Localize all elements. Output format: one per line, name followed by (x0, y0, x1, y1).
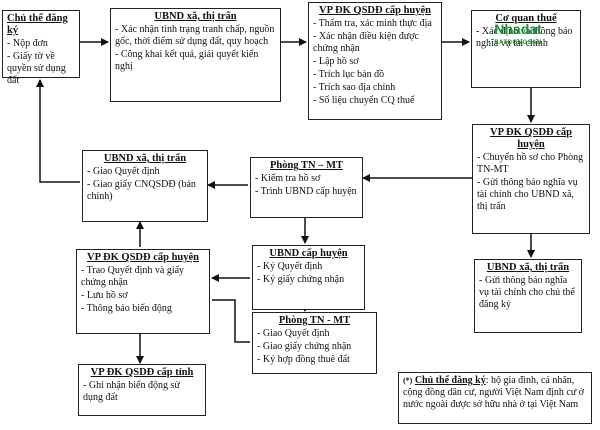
watermark-subtext: BATDONGSAN (494, 40, 542, 46)
footnote: (*) Chủ thể đăng ký: hộ gia đình, cá nhâ… (398, 372, 592, 424)
box-item: Lập hồ sơ (313, 56, 437, 68)
box-item: Giấy tờ về quyền sử dụng đất (7, 51, 75, 87)
box-vpdk-huyen-2: VP ĐK QSDĐ cấp huyện Chuyển hồ sơ cho Ph… (472, 124, 590, 234)
box-vpdk-tinh: VP ĐK QSDĐ cấp tỉnh Ghi nhận biến động s… (78, 364, 206, 416)
box-item: Thông báo biến động (81, 303, 205, 315)
box-title: Phòng TN - MT (278, 315, 351, 326)
box-item: Giao giấy CNQSDĐ (bản chính) (87, 179, 203, 203)
arrow-b11-b10 (212, 299, 250, 343)
box-title: VP ĐK QSDĐ cấp huyện (86, 252, 200, 263)
box-chu-the-dang-ky: Chủ thể đăng ký Nộp đơn Giấy tờ về quyền… (2, 10, 80, 86)
box-phong-tnmt-1: Phòng TN – MT Kiểm tra hồ sơ Trình UBND … (250, 157, 363, 218)
footnote-text: : hộ gia đình, cá nhân, cộng đồng dân cư… (403, 375, 585, 410)
box-title: Chủ thể đăng ký (7, 13, 68, 36)
box-item: Ký hợp đồng thuê đất (257, 354, 372, 366)
box-item: Ký giấy chứng nhận (257, 274, 360, 286)
box-item: Giao Quyết định (87, 166, 203, 178)
box-title: UBND xã, thị trấn (154, 11, 237, 22)
box-item: Giao giấy chứng nhận (257, 341, 372, 353)
box-ubnd-huyen: UBND cấp huyện Ký Quyết định Ký giấy chứ… (252, 245, 365, 310)
box-item: Trao Quyết định và giấy chứng nhận (81, 265, 205, 289)
watermark-logo: Nhadat BATDONGSAN (482, 22, 554, 52)
box-item: Ký Quyết định (257, 261, 360, 273)
box-vpdk-huyen-3: VP ĐK QSDĐ cấp huyện Trao Quyết định và … (76, 249, 210, 334)
footnote-label: Chủ thể đăng ký (414, 375, 486, 386)
box-ubnd-xa-1: UBND xã, thị trấn Xác nhận tình trạng tr… (110, 8, 281, 102)
box-item: Trình UBND cấp huyện (255, 186, 358, 198)
box-item: Xác định và thông báo nghĩa vụ tài chính (476, 26, 576, 50)
box-title: VP ĐK QSDĐ cấp tỉnh (90, 367, 194, 378)
box-co-quan-thue: Cơ quan thuế Xác định và thông báo nghĩa… (471, 10, 581, 88)
box-item: Chuyển hồ sơ cho Phòng TN-MT (477, 152, 585, 176)
box-item: Nộp đơn (7, 38, 75, 50)
box-title: VP ĐK QSDĐ cấp huyện (490, 127, 572, 150)
box-item: Gửi thông báo nghĩa vụ tài chính cho UBN… (477, 177, 585, 213)
box-item: Lưu hồ sơ (81, 290, 205, 302)
box-item: Ghi nhận biến động sử dụng đất (83, 380, 201, 404)
box-item: Công khai kết quả, giải quyết kiến nghị (115, 49, 276, 73)
box-item: Số liệu chuyển CQ thuế (313, 95, 437, 107)
box-item: Xác nhận tình trạng tranh chấp, nguồn gố… (115, 24, 276, 48)
box-title: UBND xã, thị trấn (486, 262, 570, 273)
box-vpdk-huyen-1: VP ĐK QSDĐ cấp huyện Thẩm tra, xác minh … (308, 2, 442, 120)
box-ubnd-xa-3: UBND xã, thị trấn Gửi thông báo nghĩa vụ… (474, 259, 582, 333)
box-item: Trích lục bản đồ (313, 69, 437, 81)
box-item: Giao Quyết định (257, 328, 372, 340)
box-title: VP ĐK QSDĐ cấp huyện (318, 5, 432, 16)
arrow-b8-b1 (36, 79, 80, 183)
box-item: Kiểm tra hồ sơ (255, 173, 358, 185)
box-phong-tnmt-2: Phòng TN - MT Giao Quyết định Giao giấy … (252, 312, 377, 374)
box-item: Xác nhận điều kiện được chứng nhận (313, 31, 437, 55)
box-title: Cơ quan thuế (495, 13, 557, 24)
box-title: UBND cấp huyện (269, 248, 348, 259)
box-title: UBND xã, thị trấn (103, 153, 187, 164)
box-ubnd-xa-2: UBND xã, thị trấn Giao Quyết định Giao g… (82, 150, 208, 222)
box-item: Trích sao địa chính (313, 82, 437, 94)
box-item: Thẩm tra, xác minh thực địa (313, 18, 437, 30)
box-item: Gửi thông báo nghĩa vụ tài chính cho chủ… (479, 275, 577, 311)
footnote-marker: (*) (403, 376, 413, 385)
box-title: Phòng TN – MT (269, 160, 344, 171)
watermark-text: Nhadat (494, 21, 542, 37)
